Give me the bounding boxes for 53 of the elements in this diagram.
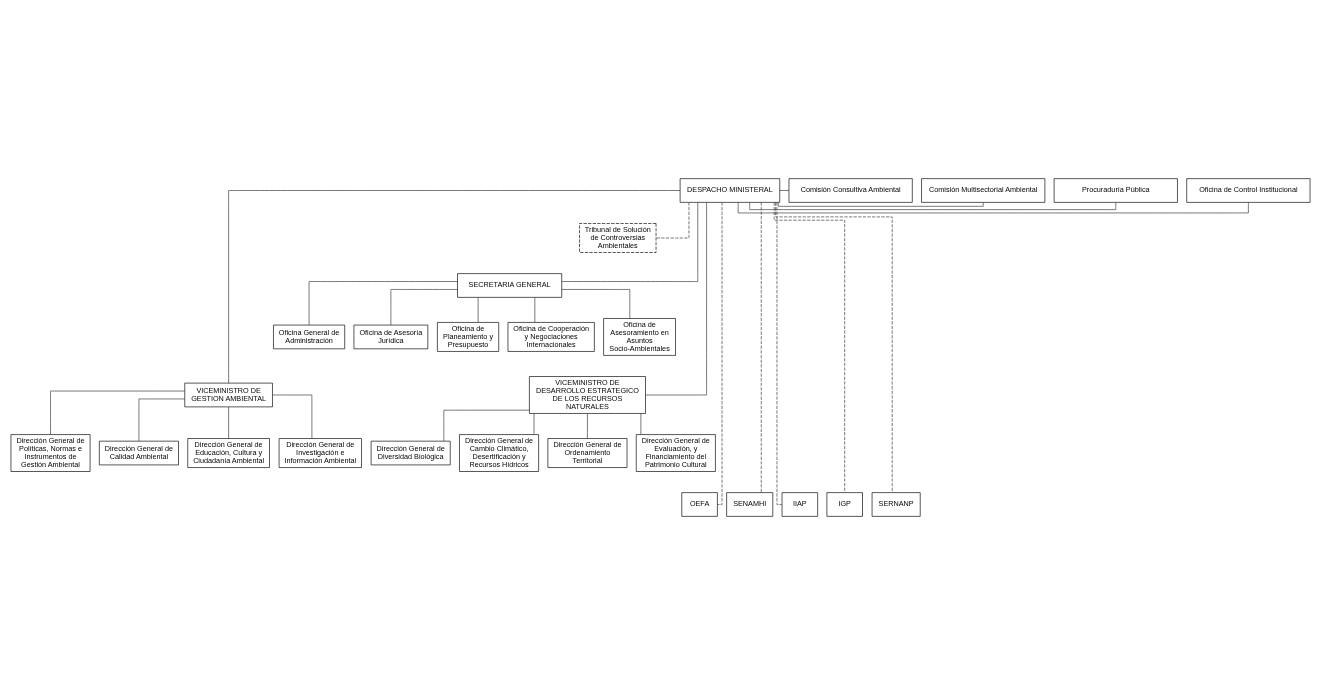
connector bbox=[477, 297, 479, 323]
node-box: DESPACHO MINISTERAL bbox=[679, 178, 781, 203]
connector bbox=[737, 202, 1249, 214]
node-box: OEFA bbox=[681, 492, 718, 517]
node-box: Dirección General de Políticas, Normas e Instrumentos de Gestión Ambiental bbox=[10, 434, 91, 472]
connector bbox=[775, 202, 893, 493]
node-box: Oficina de Cooperación y Negociaciones Internacionales bbox=[507, 322, 595, 352]
node-box: Comisión Multisectorial Ambiental bbox=[921, 178, 1046, 203]
connector bbox=[749, 202, 1117, 210]
connector bbox=[717, 202, 723, 505]
node-box: Comisión Consultiva Ambiental bbox=[788, 178, 913, 203]
node-box: SECRETARIA GENERAL bbox=[457, 273, 563, 298]
node-box: IGP bbox=[826, 492, 863, 517]
node-box: Dirección General de Investigación e Información Ambiental bbox=[278, 438, 362, 468]
node-box: Dirección General de Calidad Ambiental bbox=[99, 440, 179, 466]
node-box: SENAMHI bbox=[726, 492, 774, 517]
connector bbox=[561, 202, 699, 282]
connector bbox=[587, 413, 588, 439]
node-box: Oficina de Asesoría Jurídica bbox=[353, 324, 429, 350]
connector bbox=[645, 202, 707, 396]
connector bbox=[443, 409, 530, 442]
node-box: Dirección General de Educación, Cultura y Ciudadanía Ambiental bbox=[187, 438, 270, 468]
connector bbox=[533, 413, 535, 435]
connector bbox=[779, 190, 790, 191]
node-box: VICEMINISTRO DE GESTION AMBIENTAL bbox=[184, 382, 273, 408]
connector bbox=[561, 289, 631, 319]
connector bbox=[228, 406, 229, 439]
connector bbox=[776, 202, 783, 505]
connector bbox=[760, 202, 762, 493]
connector bbox=[640, 413, 642, 435]
connector bbox=[308, 281, 458, 326]
connector bbox=[534, 297, 536, 323]
node-box: Oficina de Asesoramiento en Asuntos Socio-Ambientales bbox=[603, 318, 676, 356]
connector bbox=[228, 190, 681, 384]
connector bbox=[778, 202, 984, 207]
node-box: Dirección General de Diversidad Biológica bbox=[370, 440, 451, 466]
connector bbox=[773, 202, 846, 493]
node-box: Oficina de Control Institucional bbox=[1186, 178, 1311, 203]
node-box: Oficina General de Administración bbox=[273, 324, 346, 350]
node-box: Procuraduría Pública bbox=[1053, 178, 1178, 203]
connector bbox=[138, 398, 185, 442]
node-box: Oficina de Planeamiento y Presupuesto bbox=[437, 322, 500, 352]
node-box: Tribunal de Solución de Controversias Ambientales bbox=[579, 223, 657, 253]
node-box: SERNANP bbox=[871, 492, 921, 517]
connector bbox=[272, 394, 313, 439]
node-box: Dirección General de Ordenamiento Territorial bbox=[547, 438, 628, 468]
connector bbox=[390, 289, 458, 326]
node-box: Dirección General de Evaluación, y Financiamiento del Patrimonio Cultural bbox=[635, 434, 716, 472]
connector bbox=[655, 202, 690, 239]
node-box: Dirección General de Cambio Climático, Desertificación y Recursos Hídricos bbox=[459, 434, 539, 472]
node-box: VICEMINISTRO DE DESARROLLO ESTRATEGICO DE LOS RECURSOS NATURALES bbox=[529, 376, 646, 414]
node-box: IIAP bbox=[781, 492, 818, 517]
connector bbox=[50, 390, 185, 435]
